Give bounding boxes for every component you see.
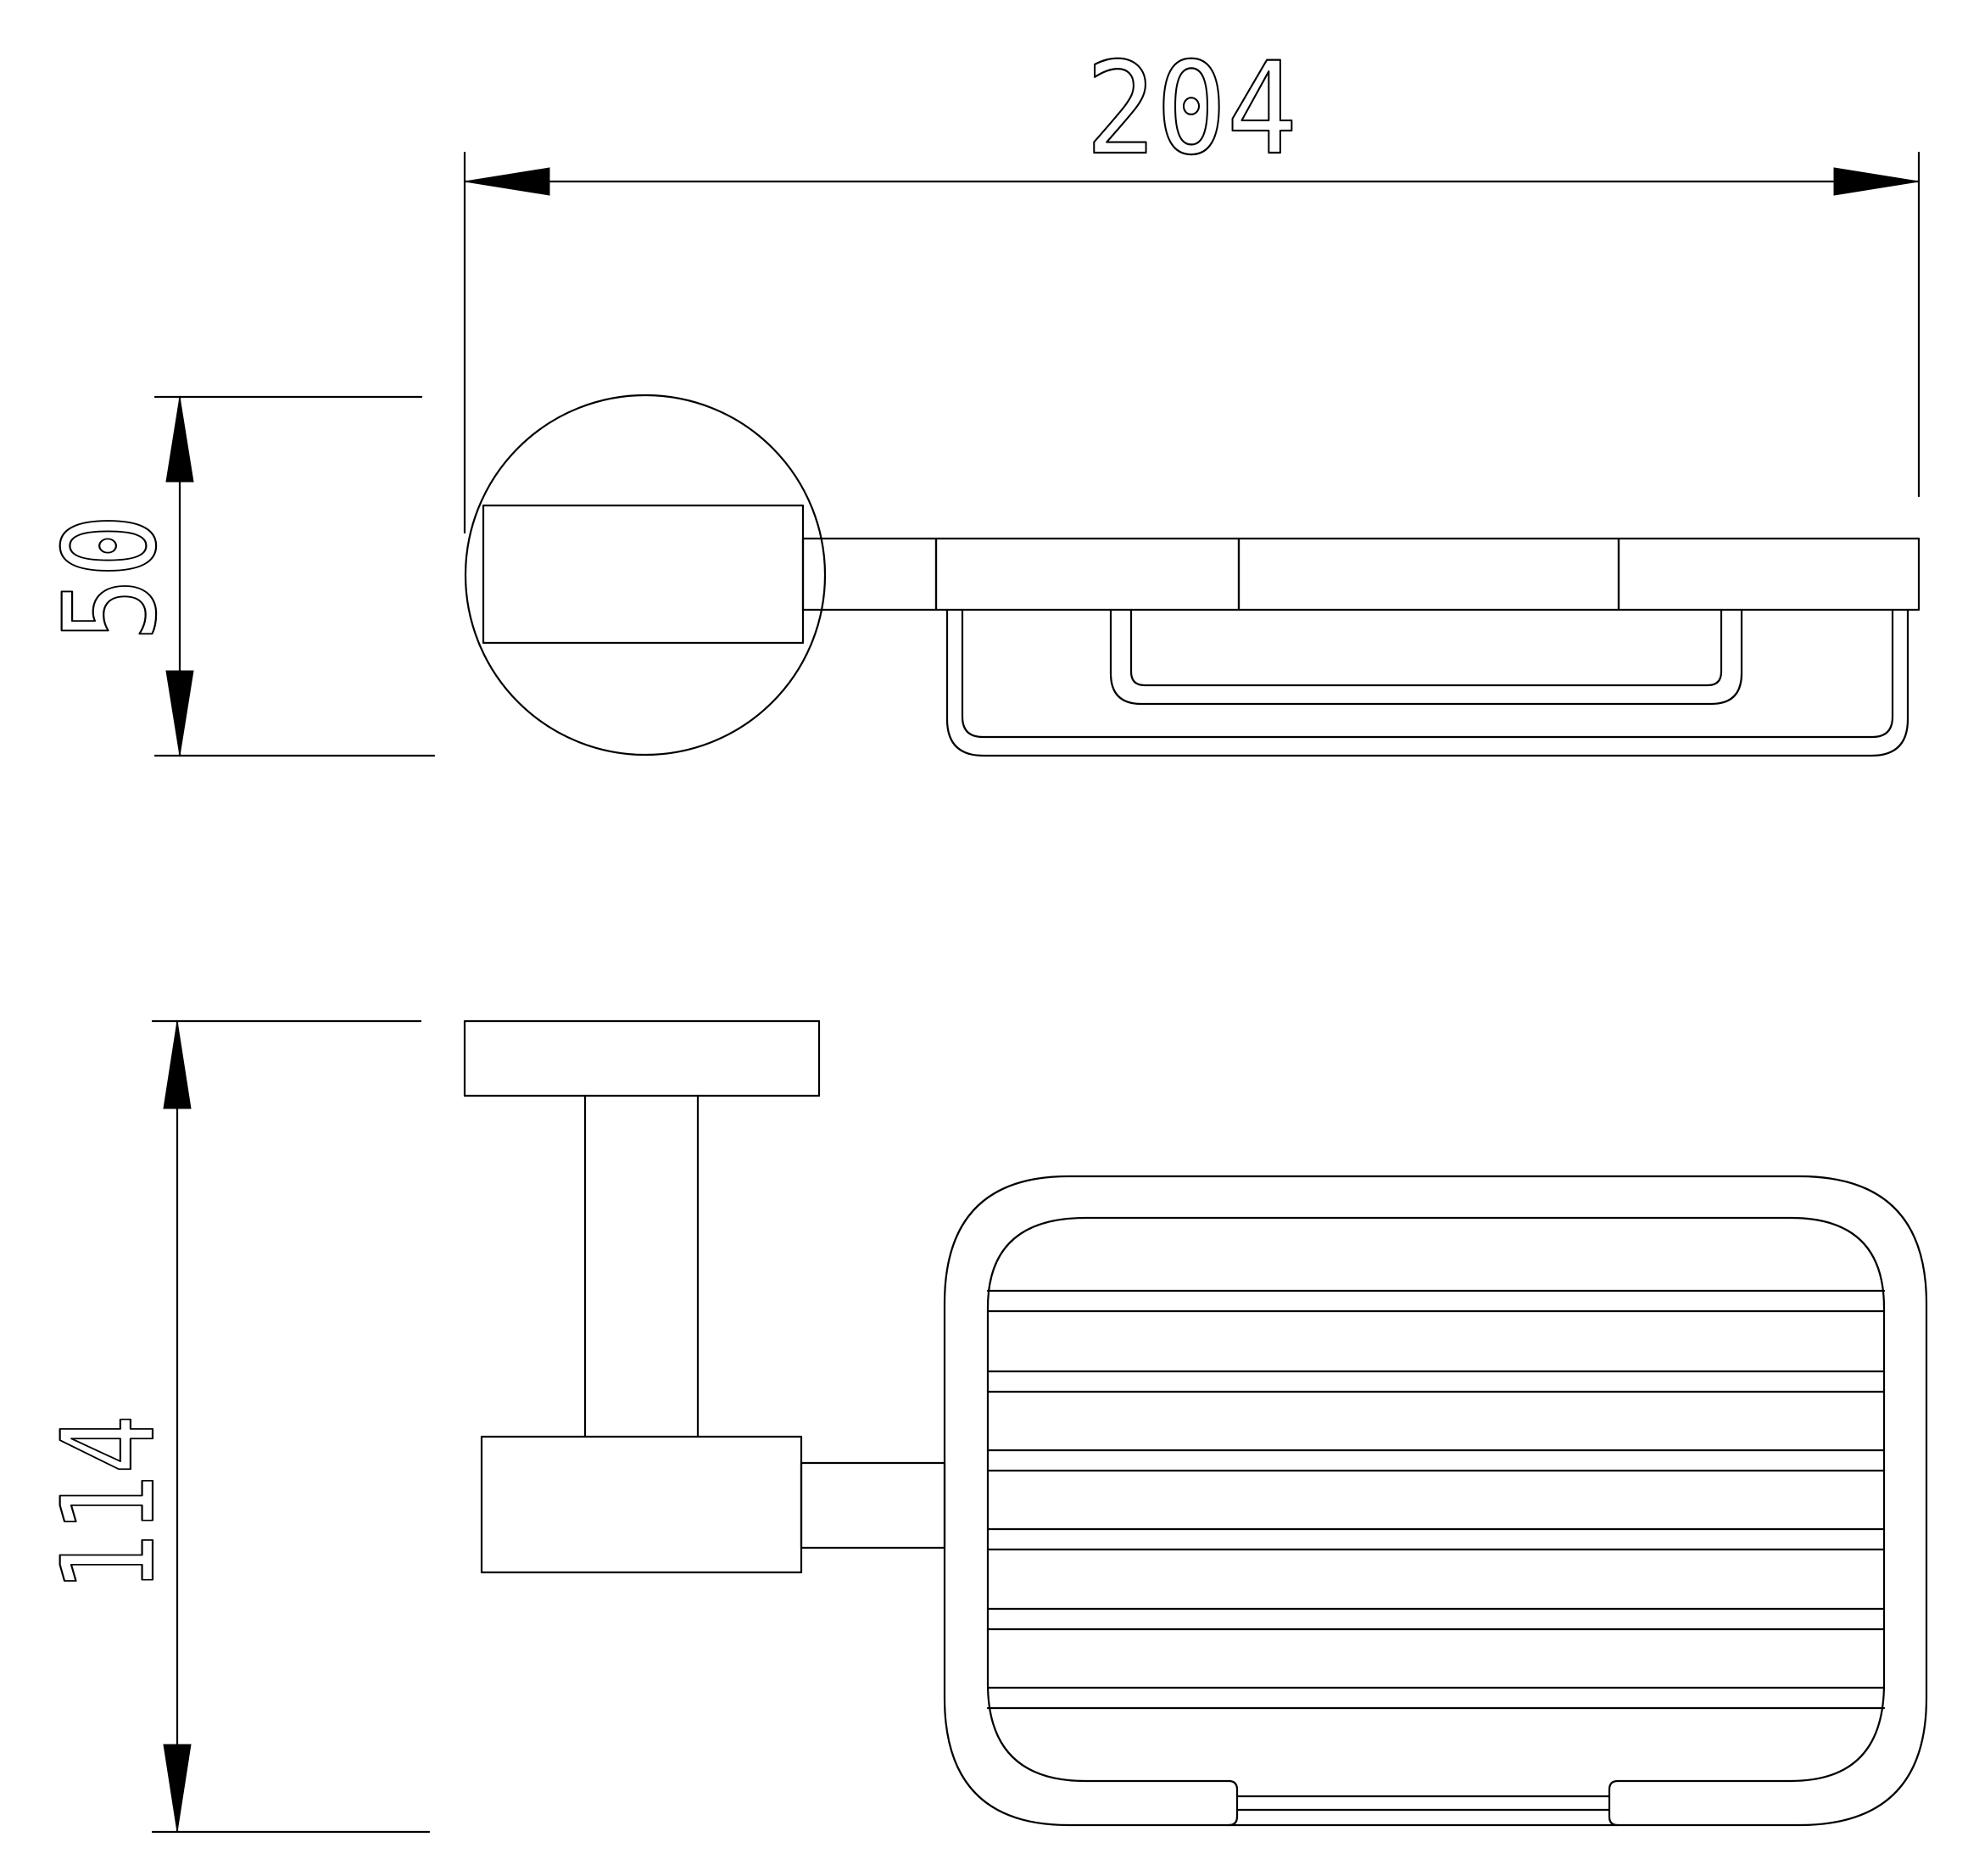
side-view [464,394,1921,757]
dimension-depth: 50 [36,395,436,757]
basket-inner-wire-outline [1109,608,1743,706]
depth-arrow-top [165,396,194,483]
connector-arm-top [800,1461,946,1549]
dimension-height: 114 [35,1019,431,1834]
mount-block [482,504,805,645]
wall-flange-circle [464,394,827,757]
top-bar-segment-1 [934,537,1240,611]
basket-inner-wire-inner [1129,608,1723,687]
width-label: 204 [1085,36,1297,183]
dimension-width: 204 [463,35,1921,534]
wall-plate [463,1019,821,1097]
basket-frame-outer [943,1175,1928,1827]
basket-rails [986,1289,1886,1710]
top-view [463,1019,1928,1827]
height-label: 114 [36,1415,183,1593]
basket-clip-left [1227,1779,1239,1827]
basket-frame-inner [986,1216,1886,1783]
width-arrow-left [464,167,550,196]
basket-outer-wire-outline [945,608,1909,757]
basket-outer-wire-inner [961,608,1894,739]
height-arrow-top [163,1020,192,1109]
top-bar-segment-3 [1617,537,1921,611]
width-arrow-right [1833,167,1920,196]
height-arrow-bottom [163,1744,192,1833]
depth-arrow-bottom [165,670,194,757]
top-bar-segment-2 [1237,537,1620,611]
mount-block-top [480,1435,803,1574]
basket-clip-right [1608,1779,1620,1827]
depth-label: 50 [37,514,185,641]
